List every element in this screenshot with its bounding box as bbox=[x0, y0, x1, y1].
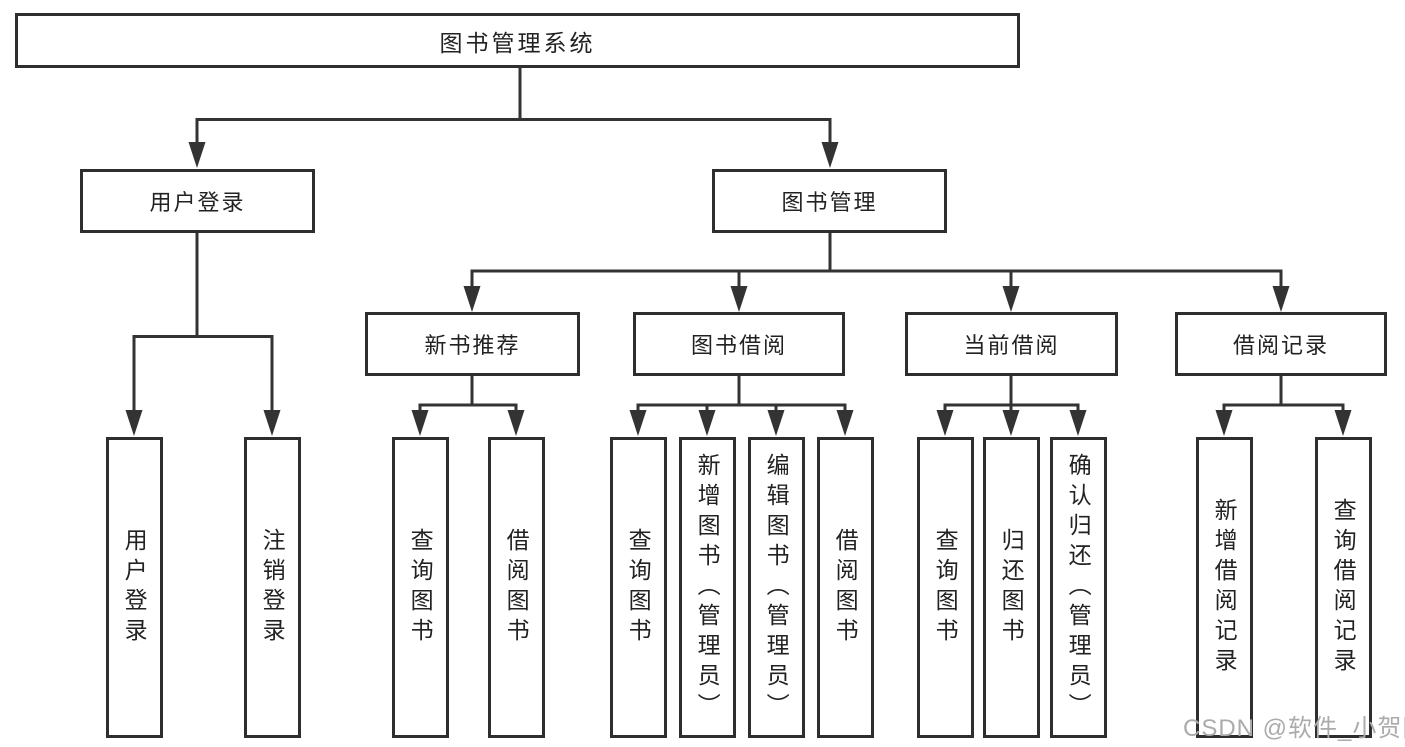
leaf-return-books: 归还图书 bbox=[982, 437, 1040, 738]
node-label: 查询借阅记录 bbox=[1330, 497, 1357, 678]
node-label: 新书推荐 bbox=[424, 333, 521, 358]
connector-book-borrowing bbox=[629, 376, 854, 436]
connector-new-book-recommend bbox=[411, 376, 525, 436]
leaf-confirm-return-admin: 确认归还（管理员） bbox=[1049, 437, 1107, 738]
node-new-book-recommend: 新书推荐 bbox=[365, 312, 580, 376]
node-label: 查询图书 bbox=[625, 527, 652, 648]
node-label: 编辑图书（管理员） bbox=[763, 452, 790, 723]
leaf-query-books-current: 查询图书 bbox=[916, 437, 974, 738]
node-label: 用户登录 bbox=[149, 190, 246, 215]
connector-current-borrowing bbox=[936, 376, 1087, 436]
node-label: 借阅图书 bbox=[503, 527, 530, 648]
node-label: 图书管理 bbox=[781, 190, 878, 215]
leaf-borrow-books-recommend: 借阅图书 bbox=[487, 437, 545, 738]
node-label: 注销登录 bbox=[259, 527, 286, 648]
node-user-login: 用户登录 bbox=[80, 169, 315, 233]
node-label: 借阅记录 bbox=[1232, 333, 1329, 358]
node-label: 查询图书 bbox=[932, 527, 959, 648]
node-label: 图书借阅 bbox=[690, 333, 787, 358]
leaf-add-borrow-record: 新增借阅记录 bbox=[1195, 437, 1253, 738]
node-label: 图书管理系统 bbox=[439, 29, 596, 56]
node-current-borrowing: 当前借阅 bbox=[905, 312, 1118, 376]
node-label: 新增图书（管理员） bbox=[694, 452, 721, 723]
csdn-watermark: CSDN @软件_小贺同学 bbox=[1183, 715, 1405, 742]
node-label: 新增借阅记录 bbox=[1211, 497, 1238, 678]
node-label: 确认归还（管理员） bbox=[1065, 452, 1092, 723]
leaf-edit-books-admin: 编辑图书（管理员） bbox=[747, 437, 805, 738]
leaf-borrow-books: 借阅图书 bbox=[816, 437, 874, 738]
leaf-logout: 注销登录 bbox=[243, 437, 301, 738]
node-book-management: 图书管理 bbox=[712, 169, 947, 233]
node-label: 归还图书 bbox=[998, 527, 1025, 648]
node-book-borrowing: 图书借阅 bbox=[633, 312, 845, 376]
connector-book-management bbox=[463, 233, 1290, 312]
node-label: 当前借阅 bbox=[963, 333, 1060, 358]
leaf-user-login: 用户登录 bbox=[105, 437, 163, 738]
connector-root bbox=[188, 67, 839, 168]
node-library-system: 图书管理系统 bbox=[15, 13, 1020, 68]
node-label: 借阅图书 bbox=[832, 527, 859, 648]
connector-user-login bbox=[125, 233, 281, 436]
node-borrowing-records: 借阅记录 bbox=[1175, 312, 1387, 376]
leaf-query-books-recommend: 查询图书 bbox=[391, 437, 449, 738]
node-label: 查询图书 bbox=[407, 527, 434, 648]
leaf-query-borrow-record: 查询借阅记录 bbox=[1314, 437, 1372, 738]
node-label: 用户登录 bbox=[121, 527, 148, 648]
leaf-add-books-admin: 新增图书（管理员） bbox=[678, 437, 736, 738]
leaf-query-books-borrow: 查询图书 bbox=[609, 437, 667, 738]
connector-borrowing-records bbox=[1215, 376, 1352, 436]
